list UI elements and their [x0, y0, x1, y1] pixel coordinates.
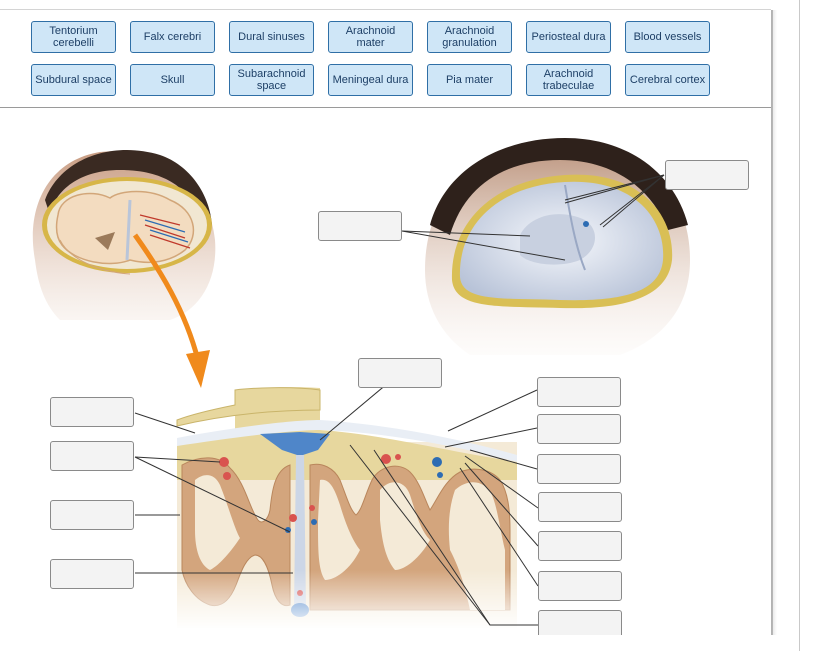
chip-arachnoid-granulation[interactable]: Arachnoid granulation	[427, 21, 512, 53]
panel-shadow	[771, 10, 777, 635]
drop-target-top-middle-head[interactable]	[318, 211, 402, 241]
small-head-illustration	[32, 150, 216, 320]
chip-arachnoid-trabeculae[interactable]: Arachnoid trabeculae	[526, 64, 611, 96]
top-border	[0, 9, 771, 10]
labeling-panel: Tentorium cerebelli Falx cerebri Dural s…	[0, 10, 773, 635]
scroll-divider	[799, 0, 800, 651]
chip-blood-vessels[interactable]: Blood vessels	[625, 21, 710, 53]
meninges-diagram	[32, 138, 690, 630]
drop-target-section-top[interactable]	[358, 358, 442, 388]
word-bank-divider	[0, 107, 771, 108]
drop-target-right-6[interactable]	[538, 571, 622, 601]
orange-arrow	[132, 233, 210, 388]
brain-section-illustration	[170, 387, 530, 630]
drop-target-right-2[interactable]	[537, 414, 621, 444]
chip-arachnoid-mater[interactable]: Arachnoid mater	[328, 21, 413, 53]
chip-subdural-space[interactable]: Subdural space	[31, 64, 116, 96]
large-head-illustration	[425, 138, 690, 355]
drop-target-right-3[interactable]	[537, 454, 621, 484]
chip-tentorium-cerebelli[interactable]: Tentorium cerebelli	[31, 21, 116, 53]
drop-target-left-4[interactable]	[50, 559, 134, 589]
drop-target-right-4[interactable]	[538, 492, 622, 522]
drop-target-right-7[interactable]	[538, 610, 622, 635]
chip-skull[interactable]: Skull	[130, 64, 215, 96]
chip-pia-mater[interactable]: Pia mater	[427, 64, 512, 96]
drop-target-left-1[interactable]	[50, 397, 134, 427]
leader-lines-top	[401, 174, 665, 261]
chip-meningeal-dura[interactable]: Meningeal dura	[328, 64, 413, 96]
chip-periosteal-dura[interactable]: Periosteal dura	[526, 21, 611, 53]
chip-subarachnoid-space[interactable]: Subarachnoid space	[229, 64, 314, 96]
chip-falx-cerebri[interactable]: Falx cerebri	[130, 21, 215, 53]
drop-target-right-5[interactable]	[538, 531, 622, 561]
drop-target-left-2[interactable]	[50, 441, 134, 471]
drop-target-right-1[interactable]	[537, 377, 621, 407]
chip-dural-sinuses[interactable]: Dural sinuses	[229, 21, 314, 53]
chip-cerebral-cortex[interactable]: Cerebral cortex	[625, 64, 710, 96]
leader-lines-section	[134, 372, 539, 626]
drop-target-left-3[interactable]	[50, 500, 134, 530]
drop-target-top-right-head[interactable]	[665, 160, 749, 190]
